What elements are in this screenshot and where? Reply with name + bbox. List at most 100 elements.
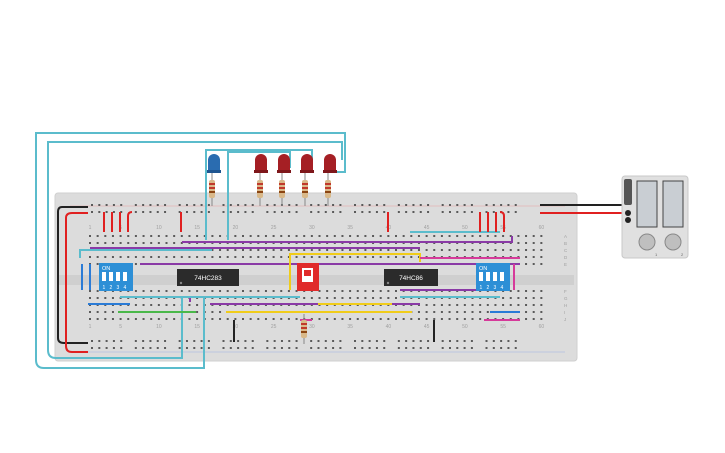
breadboard-hole[interactable] <box>91 347 93 349</box>
breadboard-hole[interactable] <box>288 340 291 342</box>
breadboard-hole[interactable] <box>234 235 237 237</box>
breadboard-hole[interactable] <box>410 249 413 251</box>
breadboard-hole[interactable] <box>494 304 497 306</box>
breadboard-hole[interactable] <box>229 347 232 349</box>
breadboard-hole[interactable] <box>98 340 101 342</box>
breadboard-hole[interactable] <box>517 290 520 292</box>
breadboard-hole[interactable] <box>412 347 415 349</box>
breadboard-hole[interactable] <box>211 290 214 292</box>
breadboard-hole[interactable] <box>156 340 159 342</box>
breadboard-hole[interactable] <box>150 235 153 237</box>
breadboard-hole[interactable] <box>502 304 505 306</box>
breadboard-hole[interactable] <box>200 204 203 206</box>
breadboard-hole[interactable] <box>211 311 214 313</box>
breadboard-hole[interactable] <box>207 340 210 342</box>
breadboard-hole[interactable] <box>485 211 488 213</box>
breadboard-hole[interactable] <box>272 318 275 320</box>
breadboard-hole[interactable] <box>326 256 329 258</box>
breadboard-hole[interactable] <box>492 347 495 349</box>
breadboard-hole[interactable] <box>368 340 371 342</box>
breadboard-hole[interactable] <box>486 311 489 313</box>
breadboard-hole[interactable] <box>525 297 528 299</box>
breadboard-hole[interactable] <box>196 290 199 292</box>
breadboard-hole[interactable] <box>287 318 290 320</box>
resistor-bottom[interactable] <box>301 314 307 344</box>
breadboard-hole[interactable] <box>317 347 320 349</box>
breadboard-hole[interactable] <box>532 235 535 237</box>
breadboard-hole[interactable] <box>368 211 371 213</box>
breadboard-hole[interactable] <box>264 290 267 292</box>
led-red-3[interactable] <box>300 154 314 173</box>
breadboard-hole[interactable] <box>419 340 422 342</box>
breadboard-hole[interactable] <box>532 290 535 292</box>
breadboard-hole[interactable] <box>303 235 306 237</box>
breadboard-hole[interactable] <box>532 311 535 313</box>
breadboard-hole[interactable] <box>492 340 495 342</box>
breadboard-hole[interactable] <box>463 347 466 349</box>
breadboard-hole[interactable] <box>485 340 488 342</box>
breadboard-hole[interactable] <box>494 235 497 237</box>
breadboard-hole[interactable] <box>540 235 543 237</box>
breadboard-hole[interactable] <box>180 235 183 237</box>
breadboard-hole[interactable] <box>104 242 107 244</box>
breadboard-hole[interactable] <box>257 290 260 292</box>
breadboard-hole[interactable] <box>405 211 408 213</box>
breadboard-hole[interactable] <box>229 211 232 213</box>
breadboard-hole[interactable] <box>463 211 466 213</box>
breadboard-hole[interactable] <box>273 204 276 206</box>
breadboard-hole[interactable] <box>326 249 329 251</box>
led-red-4[interactable] <box>323 154 337 173</box>
breadboard-hole[interactable] <box>368 347 371 349</box>
breadboard-hole[interactable] <box>517 304 520 306</box>
breadboard-hole[interactable] <box>479 318 482 320</box>
breadboard-hole[interactable] <box>251 211 254 213</box>
breadboard-hole[interactable] <box>310 340 313 342</box>
breadboard-hole[interactable] <box>525 249 528 251</box>
breadboard-hole[interactable] <box>196 318 199 320</box>
breadboard-hole[interactable] <box>272 235 275 237</box>
breadboard-hole[interactable] <box>242 235 244 237</box>
breadboard-hole[interactable] <box>222 204 225 206</box>
breadboard-hole[interactable] <box>178 211 181 213</box>
breadboard-hole[interactable] <box>244 347 247 349</box>
breadboard-hole[interactable] <box>264 318 267 320</box>
breadboard-hole[interactable] <box>372 235 375 237</box>
breadboard-hole[interactable] <box>207 347 210 349</box>
wire-cyan-loop-inner[interactable] <box>47 141 343 350</box>
breadboard-hole[interactable] <box>387 290 390 292</box>
breadboard-hole[interactable] <box>470 347 473 349</box>
breadboard-hole[interactable] <box>266 340 269 342</box>
breadboard-hole[interactable] <box>356 256 359 258</box>
breadboard-hole[interactable] <box>507 204 510 206</box>
breadboard-hole[interactable] <box>356 297 359 299</box>
breadboard-hole[interactable] <box>402 235 405 237</box>
breadboard-hole[interactable] <box>237 347 240 349</box>
breadboard-hole[interactable] <box>456 211 459 213</box>
led-red-1[interactable] <box>254 154 268 173</box>
breadboard-hole[interactable] <box>349 235 352 237</box>
breadboard-hole[interactable] <box>448 211 451 213</box>
breadboard-hole[interactable] <box>471 235 474 237</box>
breadboard-hole[interactable] <box>165 235 168 237</box>
breadboard-hole[interactable] <box>502 235 505 237</box>
breadboard-hole[interactable] <box>91 340 93 342</box>
breadboard-hole[interactable] <box>492 211 495 213</box>
breadboard-hole[interactable] <box>356 318 359 320</box>
breadboard-hole[interactable] <box>372 297 375 299</box>
breadboard-hole[interactable] <box>532 263 535 265</box>
breadboard-hole[interactable] <box>249 256 252 258</box>
breadboard-hole[interactable] <box>234 318 237 320</box>
breadboard-hole[interactable] <box>98 204 101 206</box>
breadboard-hole[interactable] <box>425 318 428 320</box>
breadboard-hole[interactable] <box>500 347 503 349</box>
breadboard-hole[interactable] <box>157 290 160 292</box>
breadboard-hole[interactable] <box>119 318 122 320</box>
breadboard-hole[interactable] <box>242 318 244 320</box>
breadboard-hole[interactable] <box>486 304 489 306</box>
breadboard-hole[interactable] <box>361 211 364 213</box>
breadboard-hole[interactable] <box>440 249 443 251</box>
breadboard-hole[interactable] <box>417 318 420 320</box>
breadboard-hole[interactable] <box>180 242 183 244</box>
breadboard-hole[interactable] <box>395 256 397 258</box>
breadboard-hole[interactable] <box>375 204 378 206</box>
